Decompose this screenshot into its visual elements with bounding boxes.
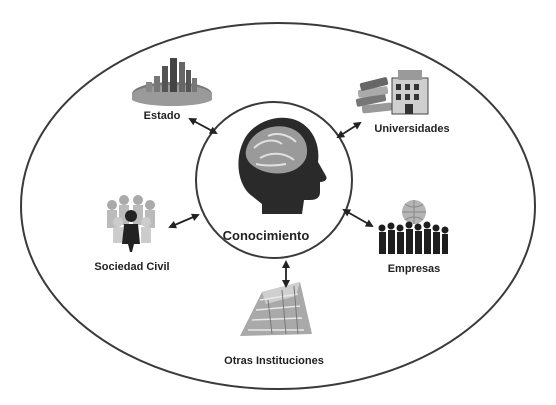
city-model-icon (132, 58, 212, 106)
business-people-icon (378, 200, 449, 254)
skyscraper-icon (240, 282, 312, 336)
node-label-empresas: Empresas (388, 263, 441, 275)
node-label-otras-instituciones: Otras Instituciones (224, 355, 324, 367)
center-label: Conocimiento (223, 228, 310, 243)
arrow-universidades (336, 121, 362, 139)
node-label-sociedad-civil: Sociedad Civil (94, 261, 169, 273)
outer-ellipse (20, 22, 536, 390)
arrow-empresas (342, 209, 374, 227)
books-building-icon (355, 70, 429, 115)
arrow-sociedad-civil (168, 213, 200, 229)
arrow-estado (188, 118, 218, 134)
people-group-icon (107, 195, 155, 252)
node-label-universidades: Universidades (374, 123, 449, 135)
node-label-estado: Estado (144, 110, 181, 122)
head-brain-icon (238, 117, 327, 214)
